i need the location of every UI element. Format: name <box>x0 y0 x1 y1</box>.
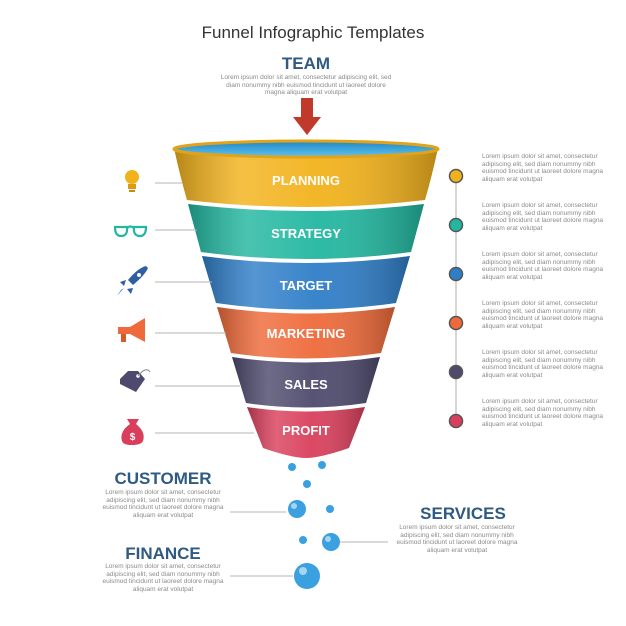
timeline-dot-5 <box>448 364 464 380</box>
tier-label-strategy: STRATEGY <box>271 226 341 241</box>
down-arrow-icon <box>293 98 321 135</box>
profit-description: Lorem ipsum dolor sit amet, consectetur … <box>482 398 604 428</box>
finance-description: Lorem ipsum dolor sit amet, consectetur … <box>102 563 224 593</box>
finance-heading: FINANCE <box>125 544 201 563</box>
timeline-dot-2 <box>448 217 464 233</box>
glasses-icon <box>113 225 148 238</box>
sales-description: Lorem ipsum dolor sit amet, consectetur … <box>482 349 604 379</box>
tier-label-planning: PLANNING <box>272 173 340 188</box>
megaphone-icon <box>118 318 145 342</box>
price-tag-icon <box>120 369 151 392</box>
customer-heading: CUSTOMER <box>114 469 212 488</box>
tier-label-profit: PROFIT <box>282 423 330 438</box>
tier-label-sales: SALES <box>284 377 328 392</box>
money-bag-icon: $ <box>121 419 144 445</box>
customer-description: Lorem ipsum dolor sit amet, consectetur … <box>102 489 224 519</box>
tier-label-marketing: MARKETING <box>267 326 346 341</box>
timeline-dot-1 <box>448 168 464 184</box>
timeline-dot-6 <box>448 413 464 429</box>
timeline-dot-3 <box>448 266 464 282</box>
timeline-dot-4 <box>448 315 464 331</box>
page-title: Funnel Infographic Templates <box>201 23 425 42</box>
team-heading: TEAM <box>281 54 331 73</box>
services-heading: SERVICES <box>420 504 506 523</box>
target-description: Lorem ipsum dolor sit amet, consectetur … <box>482 251 604 281</box>
strategy-description: Lorem ipsum dolor sit amet, consectetur … <box>482 202 604 232</box>
lightbulb-icon <box>125 170 139 192</box>
droplet-bubbles <box>288 461 340 589</box>
services-description: Lorem ipsum dolor sit amet, consectetur … <box>396 524 518 554</box>
tier-label-target: TARGET <box>280 278 333 293</box>
funnel-opening <box>172 139 440 159</box>
marketing-description: Lorem ipsum dolor sit amet, consectetur … <box>482 300 604 330</box>
team-description: Lorem ipsum dolor sit amet, consectetur … <box>220 74 392 96</box>
planning-description: Lorem ipsum dolor sit amet, consectetur … <box>482 153 604 183</box>
svg-text:$: $ <box>130 432 136 443</box>
rocket-icon <box>117 266 148 296</box>
